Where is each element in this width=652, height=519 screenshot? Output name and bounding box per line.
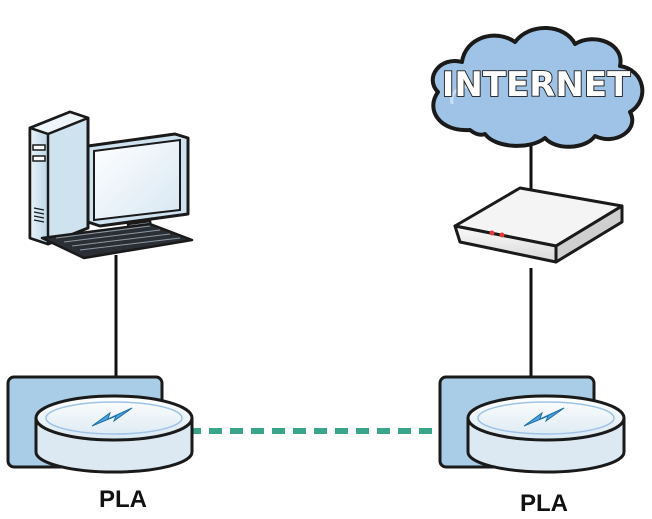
router-led-1 [489,230,495,236]
internet-cloud-icon: INTERNET [430,26,645,149]
powerline-adapter-icon [6,375,194,474]
router-icon [453,186,624,264]
router-led-2 [499,232,505,238]
desktop-computer-icon [28,110,194,260]
right-adapter-label: PLA [520,490,568,517]
lightning-icon [91,407,133,427]
left-adapter-label: PLA [99,486,147,513]
lightning-icon [523,407,565,427]
powerline-adapter-icon [438,375,626,474]
cloud-label: INTERNET [442,65,631,105]
